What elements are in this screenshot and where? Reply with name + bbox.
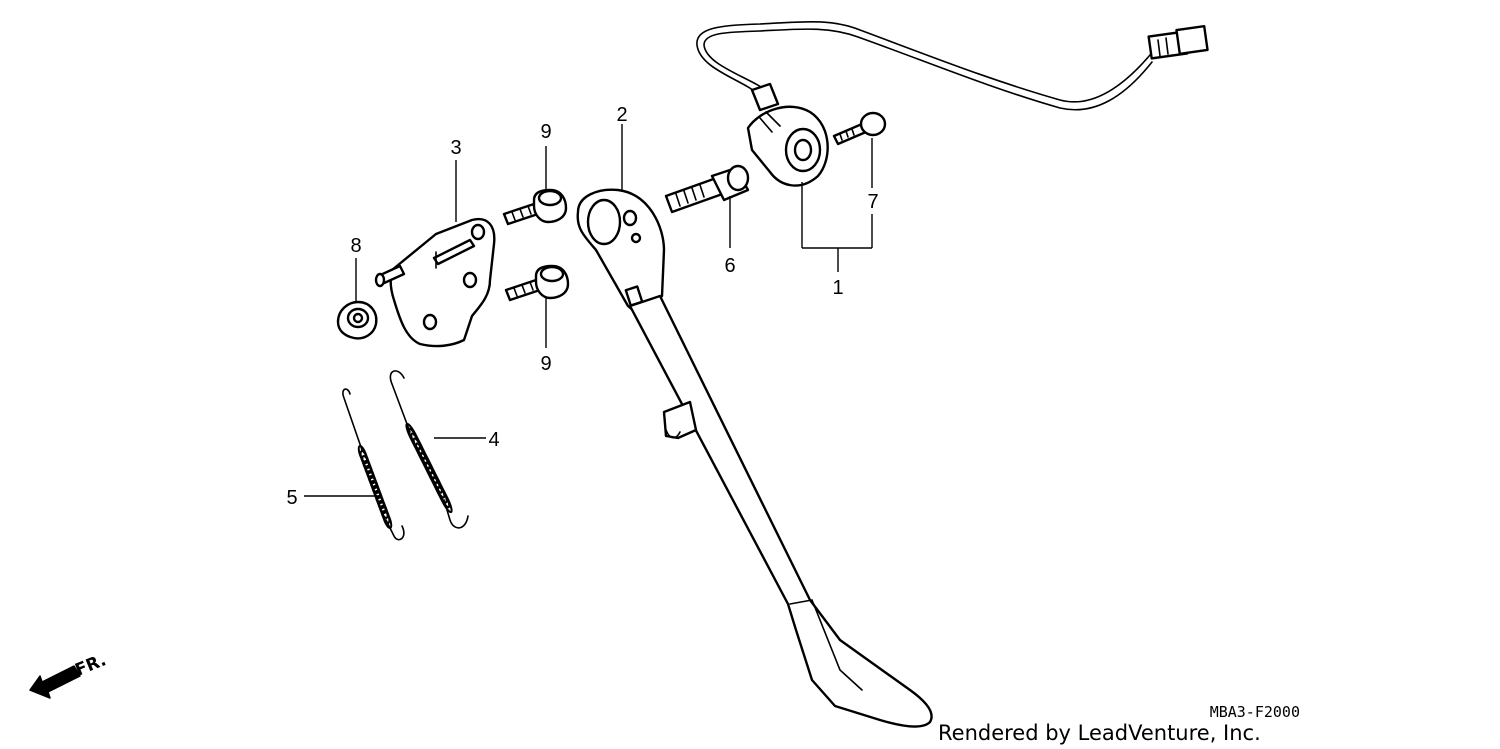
spring-coil-turn <box>432 476 448 504</box>
flange-nut[interactable] <box>336 300 378 340</box>
bracket-bolt-lower[interactable] <box>504 264 570 302</box>
leader-lines <box>304 124 873 497</box>
callout-6: 6 <box>724 255 735 277</box>
pivot-bolt[interactable] <box>664 164 750 214</box>
spring-coil-turn <box>436 486 453 514</box>
bracket-bolt-upper[interactable] <box>502 188 568 226</box>
spring-coil-turn <box>381 510 393 529</box>
callout-9-upper: 9 <box>540 121 551 143</box>
side-stand[interactable] <box>576 188 933 728</box>
spring-coil-turn <box>434 481 451 509</box>
callout-1: 1 <box>832 277 843 299</box>
render-credit: Rendered by LeadVenture, Inc. <box>938 721 1261 745</box>
callout-8: 8 <box>350 235 361 257</box>
small-spring[interactable] <box>342 388 405 541</box>
side-stand-switch[interactable] <box>696 20 1209 187</box>
large-spring[interactable] <box>389 370 469 529</box>
callout-2: 2 <box>616 104 627 126</box>
callout-5: 5 <box>286 487 297 509</box>
callout-9-lower: 9 <box>540 353 551 375</box>
callout-7: 7 <box>867 191 878 213</box>
stand-bracket[interactable] <box>374 217 496 348</box>
spring-coil-turn <box>429 471 446 499</box>
callout-labels: 2 3 9 9 8 6 7 1 4 5 <box>286 104 878 509</box>
front-direction-indicator: FR. <box>29 650 109 699</box>
front-label: FR. <box>72 650 109 680</box>
front-arrow-icon <box>29 665 81 699</box>
callout-4: 4 <box>488 429 499 451</box>
switch-bolt[interactable] <box>832 111 887 146</box>
callout-3: 3 <box>450 137 461 159</box>
drawing-code: MBA3-F2000 <box>1210 703 1300 721</box>
